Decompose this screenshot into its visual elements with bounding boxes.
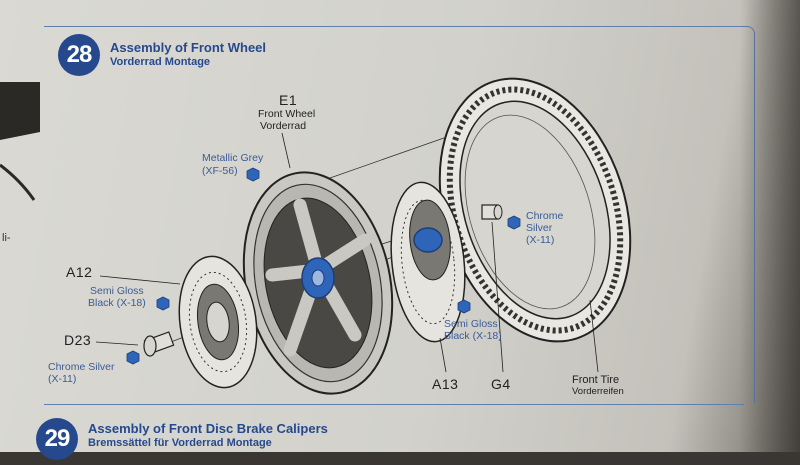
- front-wheel: [242, 171, 394, 395]
- paint-label-chrome-silver-left: Chrome Silver: [48, 361, 115, 373]
- paint-label-semi-gloss-right: Semi Gloss: [444, 318, 498, 330]
- leader-line: [589, 299, 599, 373]
- paint-code-semi-gloss-right: Black (X-18): [444, 330, 502, 342]
- part-code-d23: D23: [64, 332, 92, 348]
- disc-hub: [413, 227, 443, 253]
- part-code-a13: A13: [432, 376, 459, 392]
- page-edge-shadow: [740, 0, 800, 452]
- paint-marker-icon: [507, 215, 521, 230]
- paint-code-chrome-right: (X-11): [526, 234, 555, 246]
- part-name-front-wheel: Front Wheel: [258, 108, 316, 120]
- front-tire: [438, 77, 632, 343]
- step-number-badge: 29: [36, 418, 78, 460]
- part-name-front-tire-de: Vorderreifen: [572, 386, 624, 397]
- paint-label-semi-gloss-left: Semi Gloss: [90, 285, 144, 297]
- part-name-front-tire: Front Tire: [572, 374, 620, 386]
- leader-line: [439, 337, 447, 373]
- wheel-assembly-diagram: [0, 77, 632, 395]
- step-title: Assembly of Front Wheel: [110, 40, 267, 55]
- step-subtitle: Vorderrad Montage: [110, 56, 211, 68]
- brake-disc-left: [178, 255, 258, 389]
- edge-cable: [0, 163, 36, 201]
- leader-line: [491, 221, 504, 373]
- axle-bolt: [143, 331, 175, 357]
- paint-label-metallic-grey: Metallic Grey: [202, 152, 264, 164]
- leader-line: [281, 132, 291, 169]
- edge-text-fragment: li-: [2, 232, 11, 244]
- paint-code-semi-gloss-left: Black (X-18): [88, 297, 146, 309]
- brake-disc-right: [390, 181, 466, 343]
- edge-object: [0, 82, 40, 140]
- paint-code-metallic-grey: (XF-56): [202, 165, 238, 177]
- step-title: Assembly of Front Disc Brake Calipers: [88, 421, 328, 436]
- axle-collar: [481, 204, 503, 220]
- paint-marker-icon: [126, 350, 140, 365]
- paint-marker-icon: [156, 296, 170, 311]
- part-code-e1: E1: [279, 92, 298, 108]
- step-frame-divider: [44, 404, 744, 465]
- paint-marker-icon: [246, 167, 260, 182]
- part-code-g4: G4: [491, 376, 511, 392]
- part-code-a12: A12: [66, 264, 93, 280]
- leader-line: [99, 275, 181, 285]
- paint-label-chrome-right: Chrome: [526, 210, 564, 222]
- step-number-badge: 28: [58, 34, 100, 76]
- paint-code-chrome-silver-left: (X-11): [48, 373, 77, 385]
- leader-line: [95, 341, 139, 346]
- step-subtitle: Bremssättel für Vorderrad Montage: [88, 437, 272, 449]
- paint-label-silver-right: Silver: [526, 222, 553, 234]
- paint-marker-icon: [457, 299, 471, 314]
- part-name-front-wheel-de: Vorderrad: [260, 120, 307, 132]
